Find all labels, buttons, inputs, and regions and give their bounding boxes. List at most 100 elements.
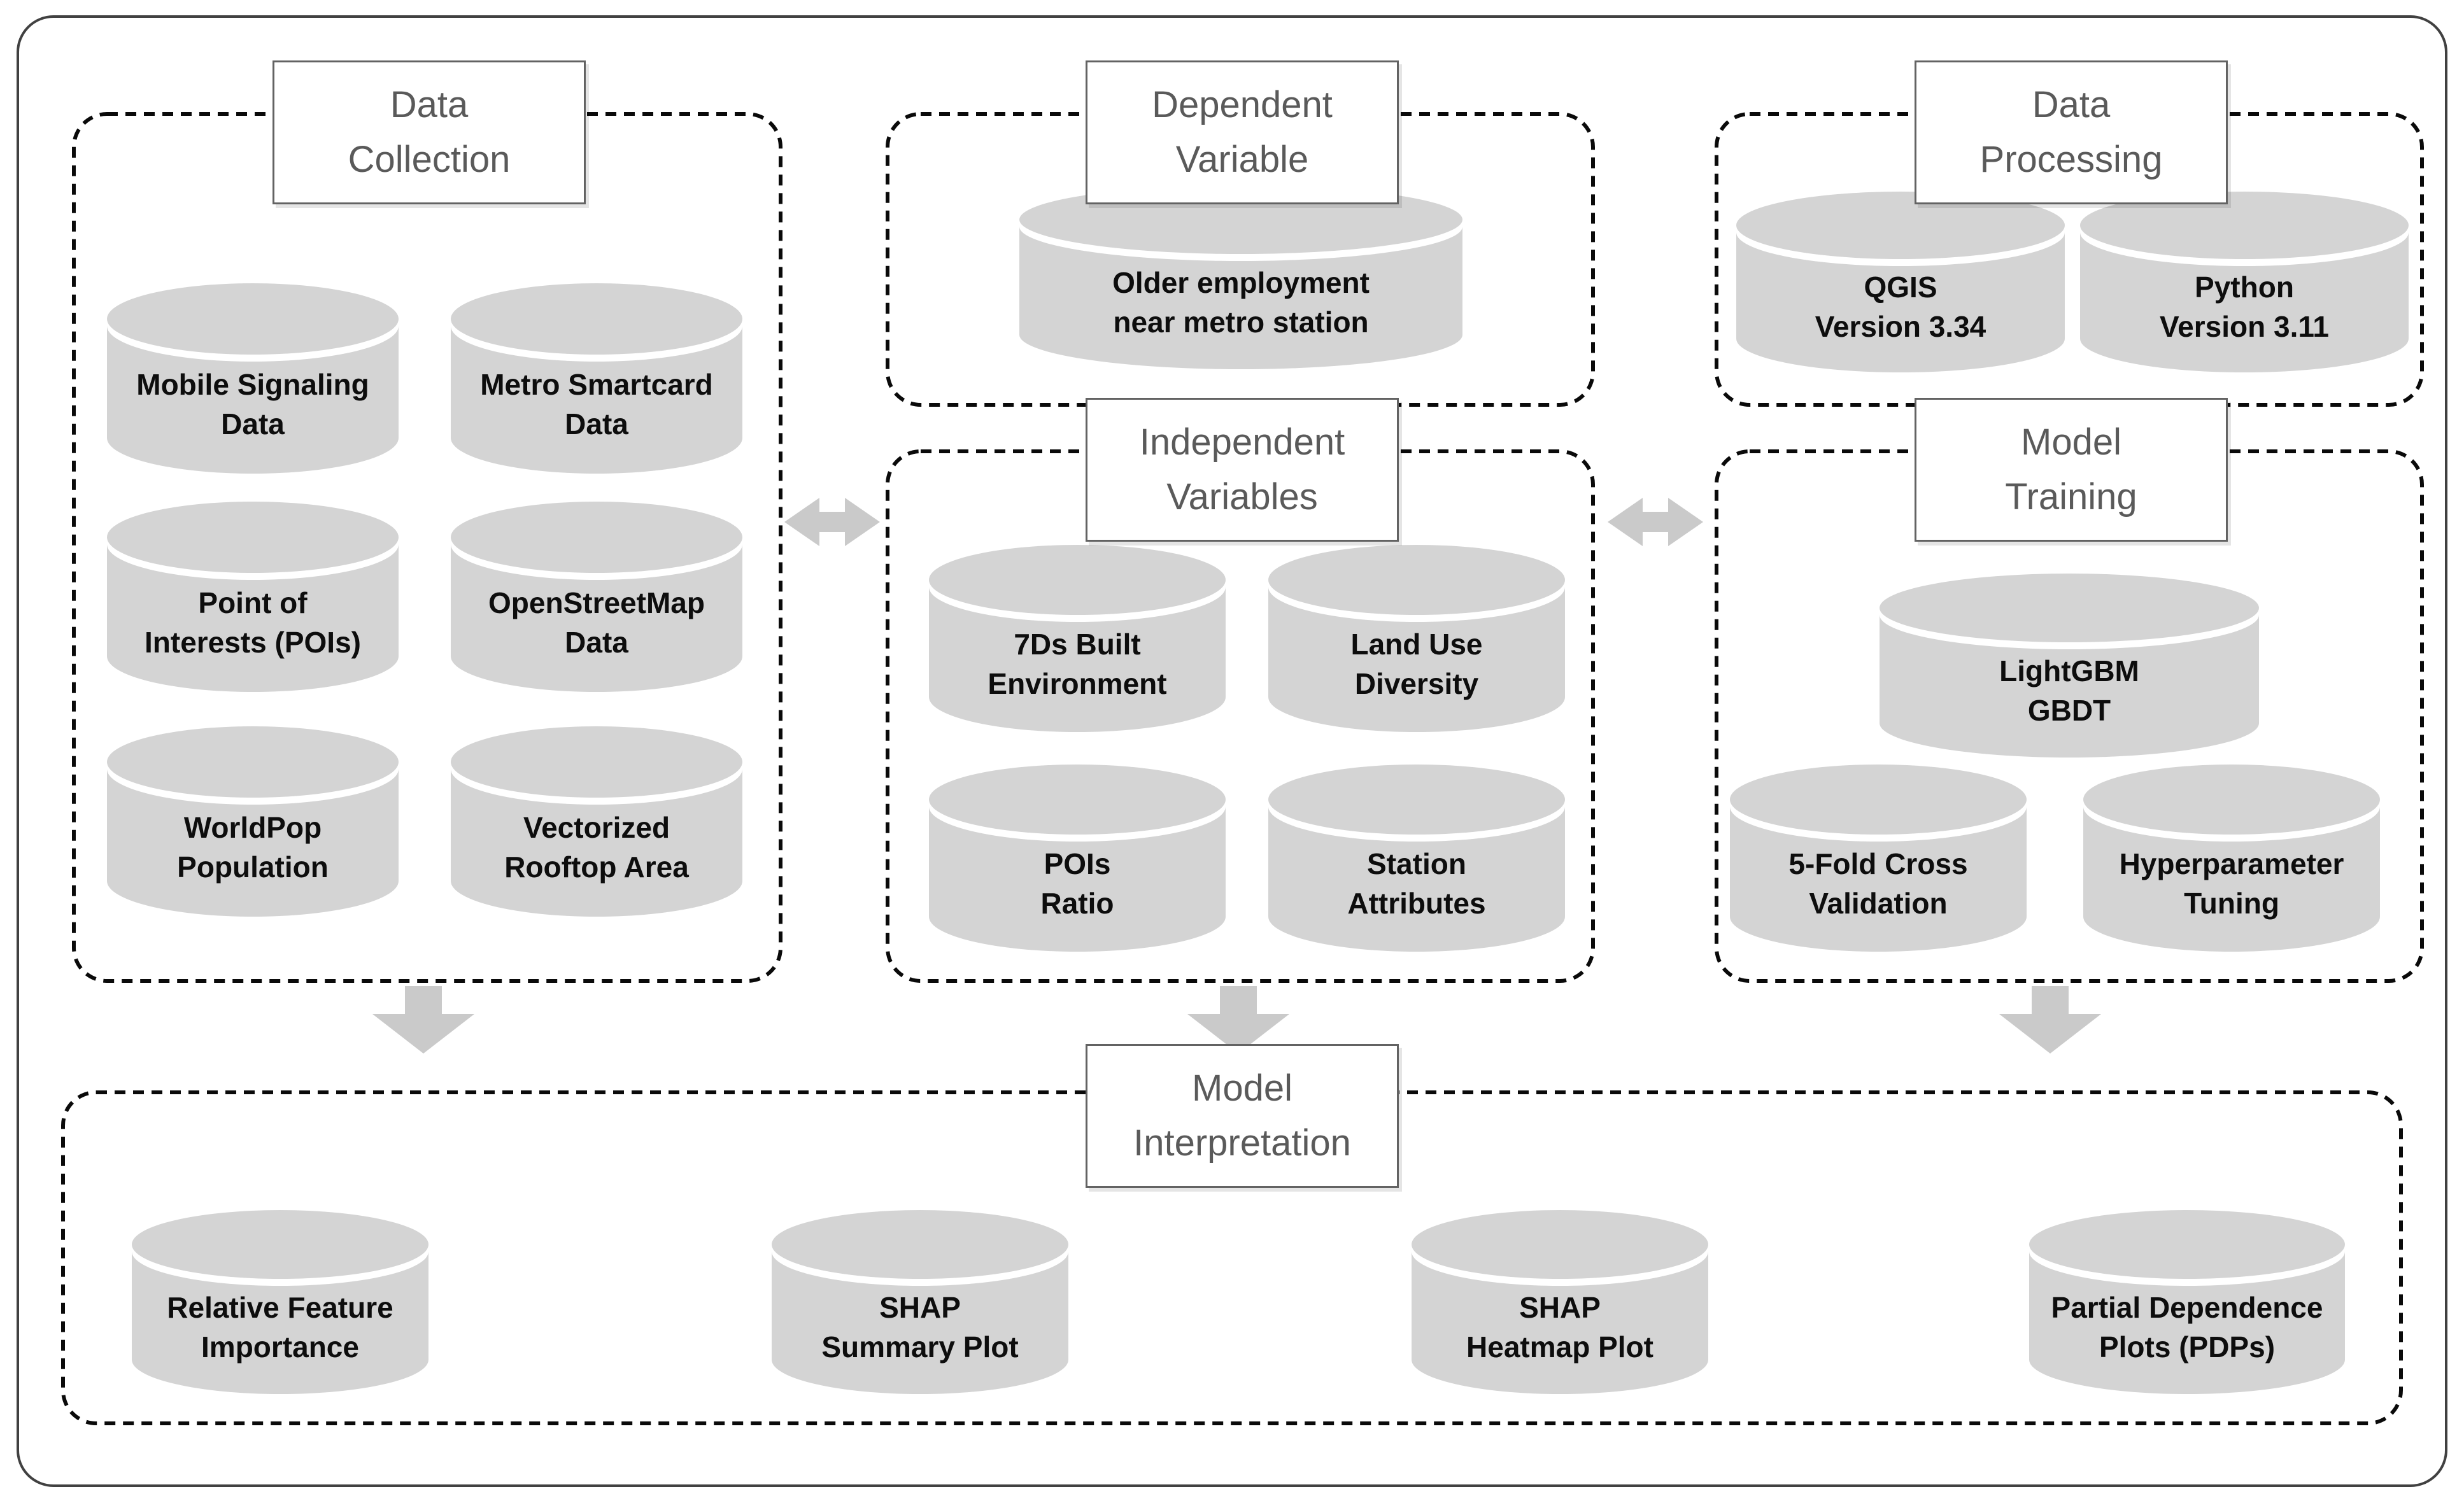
section-title-line: Interpretation (1133, 1122, 1351, 1164)
database-cylinder-icon (1880, 574, 2259, 758)
database-cylinder-icon (2083, 765, 2380, 952)
cylinder-label-line: Metro Smartcard (480, 368, 713, 401)
double-arrow-icon (1608, 498, 1703, 549)
cylinder-label-line: Data (565, 407, 628, 440)
database-cylinder-icon (2029, 1210, 2345, 1394)
database-cylinder-icon (132, 1210, 428, 1394)
database-cylinder-icon (772, 1210, 1068, 1394)
database-cylinder-icon (107, 283, 399, 474)
section-title-line: Collection (348, 139, 511, 180)
down-arrow-icon (1999, 986, 2101, 1057)
cylinder-label-line: Partial Dependence (2051, 1290, 2323, 1324)
down-arrow-icon (372, 986, 474, 1057)
database-cylinder-icon (451, 502, 742, 692)
cylinder-point-of-interests-pois: Point of Interests (POIs) (106, 501, 400, 692)
database-cylinder-icon (2080, 192, 2409, 372)
section-title-line: Variables (1166, 476, 1318, 518)
section-title-line: Data (390, 84, 469, 125)
section-title-line: Model (1192, 1068, 1292, 1109)
down-arrow-icon (1187, 986, 1289, 1057)
database-cylinder-icon (451, 726, 742, 917)
section-title-line: Independent (1139, 421, 1345, 463)
cylinder-label-line: Diversity (1354, 667, 1479, 700)
cylinder-label-line: Plots (PDPs) (2099, 1330, 2276, 1364)
double-arrow-icon (784, 498, 880, 549)
cylinder-label: SHAP Summary Plot (779, 1286, 1061, 1368)
cylinder-label-line: Land Use (1350, 628, 1483, 661)
cylinder-label-line: Hyperparameter (2119, 847, 2344, 880)
cylinder-label-line: Version 3.11 (2160, 309, 2329, 343)
cylinder-older-employment-near-metro-station: Older employment near metro station (1018, 185, 1464, 369)
cylinder-label-line: Ratio (1040, 887, 1114, 920)
cylinder-label-line: Point of (198, 586, 308, 619)
cylinder-label-line: Population (177, 850, 329, 884)
cylinder-label-line: Tuning (2184, 887, 2279, 920)
cylinder-label: Point of Interests (POIs) (115, 580, 391, 665)
cylinder-label-line: near metro station (1113, 305, 1369, 339)
database-cylinder-icon (929, 545, 1226, 732)
cylinder-label-line: Summary Plot (821, 1330, 1019, 1364)
database-cylinder-icon (1412, 1210, 1708, 1394)
cylinder-label: LightGBM GBDT (1890, 649, 2249, 731)
cylinder-label-line: Importance (201, 1330, 359, 1364)
database-cylinder-icon (1268, 545, 1565, 732)
cylinder-label-line: Older employment (1112, 265, 1370, 299)
cylinder-label-line: GBDT (2027, 693, 2111, 727)
section-title-line: Training (2005, 476, 2137, 518)
cylinder-label-line: Vectorized (523, 811, 670, 844)
cylinder-label-line: Heatmap Plot (1466, 1330, 1653, 1364)
cylinder-label-line: Attributes (1347, 887, 1486, 920)
cylinder-label-line: Version 3.34 (1815, 309, 1986, 343)
cylinder-label-line: SHAP (879, 1290, 961, 1324)
database-cylinder-icon (451, 283, 742, 474)
cylinder-label-line: Validation (1809, 887, 1948, 920)
database-cylinder-icon (107, 726, 399, 917)
cylinder-label-line: POIs (1044, 847, 1111, 880)
cylinder-label-line: Data (221, 407, 285, 440)
cylinder-label-line: Interests (POIs) (145, 626, 361, 659)
cylinder-label-line: OpenStreetMap (488, 586, 705, 619)
cylinder-label-line: Rooftop Area (504, 850, 689, 884)
cylinder-label-line: LightGBM (1999, 654, 2139, 687)
figure-outer-border (17, 15, 2447, 1487)
database-cylinder-icon (929, 765, 1226, 952)
cylinder-lightgbm-gbdt: LightGBM GBDT (1878, 573, 2260, 758)
cylinder-label-line: Station (1367, 847, 1466, 880)
cylinder-label-line: Data (565, 626, 628, 659)
cylinder-label-line: Relative Feature (167, 1290, 393, 1324)
